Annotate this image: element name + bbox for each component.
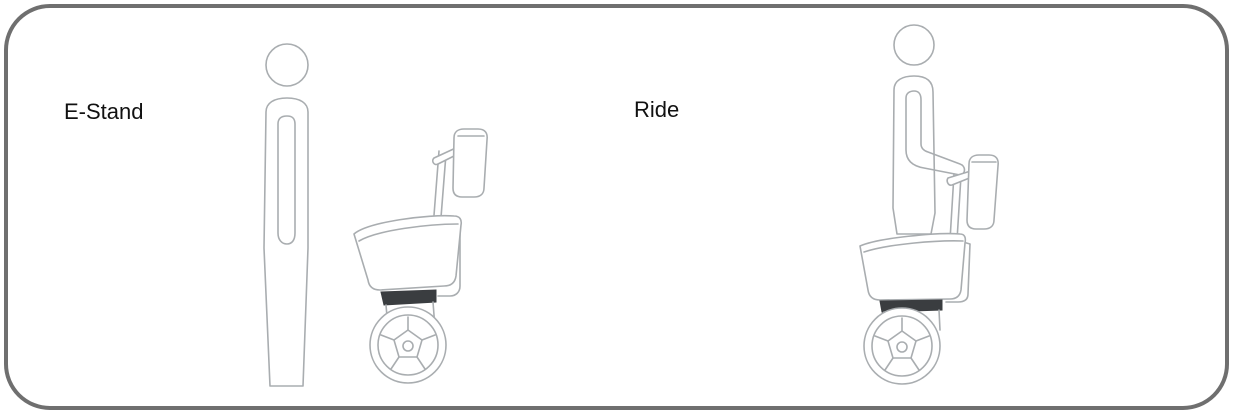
estand-dark-base (381, 290, 436, 305)
standing-person-body (264, 98, 308, 386)
illustration-canvas (8, 8, 1229, 410)
ride-handle-bag (967, 155, 998, 229)
estand-handle-bag (453, 129, 487, 197)
standing-person-figure (264, 44, 308, 386)
ride-fork-right (939, 310, 940, 330)
ride-vehicle (860, 155, 998, 384)
estand-basket (354, 216, 461, 290)
ride-steering-stem-inner (957, 176, 961, 240)
standing-person-head (266, 44, 308, 86)
rider-arm (906, 91, 965, 175)
rider-figure (893, 25, 965, 234)
rider-head (894, 25, 934, 65)
standing-person-arm (278, 116, 295, 244)
rider-body (893, 76, 935, 234)
estand-vehicle (354, 129, 487, 383)
diagram-frame: E-Stand Ride (4, 4, 1229, 410)
